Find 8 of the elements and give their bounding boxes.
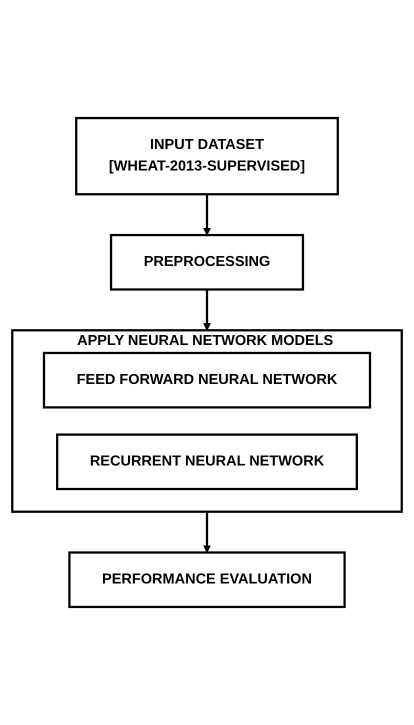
node-box: PERFORMANCE EVALUATION [68,551,346,608]
node-box: FEED FORWARD NEURAL NETWORK [42,352,372,409]
node-box: RECURRENT NEURAL NETWORK [56,433,358,490]
arrow [203,194,211,236]
arrow [203,289,211,331]
node-box: INPUT DATASET [WHEAT-2013-SUPERVISED] [75,116,339,196]
arrow [203,512,211,553]
node-box: PREPROCESSING [110,234,304,291]
